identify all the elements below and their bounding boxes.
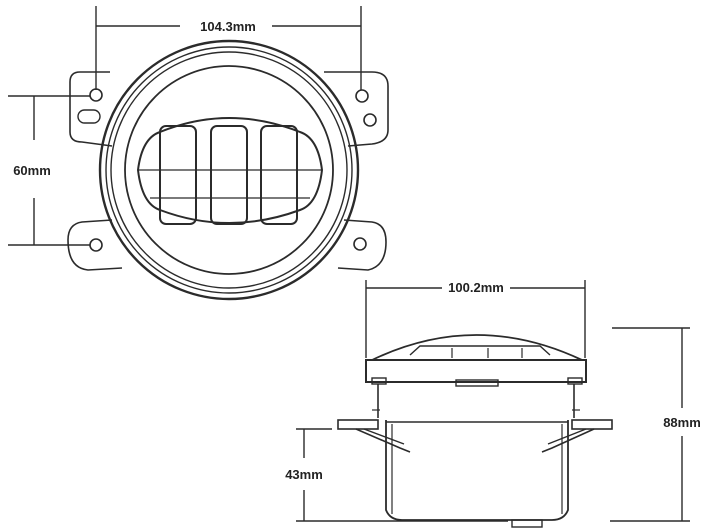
led-bar-right — [260, 125, 298, 225]
mount-slot-left — [77, 109, 101, 124]
side-bracket — [337, 419, 613, 453]
front-view: 104.3mm 60mm — [8, 6, 389, 301]
mount-spacing-dimension: 60mm — [8, 95, 90, 246]
rear-depth-label: 43mm — [285, 467, 323, 482]
mount-hole-right — [363, 113, 377, 127]
led-lens — [136, 117, 324, 225]
body-width-label: 100.2mm — [448, 280, 504, 295]
front-width-dimension: 104.3mm — [95, 6, 362, 90]
led-bar-left — [159, 125, 197, 225]
side-view: 100.2mm 88mm 43mm — [285, 280, 701, 528]
lens-dome — [371, 334, 583, 361]
mount-hole-bottom-left — [89, 238, 103, 252]
total-depth-label: 88mm — [663, 415, 701, 430]
mount-spacing-label: 60mm — [13, 163, 51, 178]
mount-hole-top-left — [89, 88, 103, 102]
front-bezel — [365, 359, 587, 383]
body-width-dimension: 100.2mm — [365, 280, 586, 358]
rear-body — [385, 420, 569, 528]
front-width-label: 104.3mm — [200, 19, 256, 34]
total-depth-dimension: 88mm — [610, 327, 701, 522]
mount-hole-top-right — [355, 89, 369, 103]
mounting-bracket — [67, 71, 389, 271]
led-bar-middle — [210, 125, 248, 225]
mount-hole-bottom-right — [353, 237, 367, 251]
lamp-housing — [98, 39, 360, 301]
rear-depth-dimension: 43mm — [285, 428, 508, 522]
